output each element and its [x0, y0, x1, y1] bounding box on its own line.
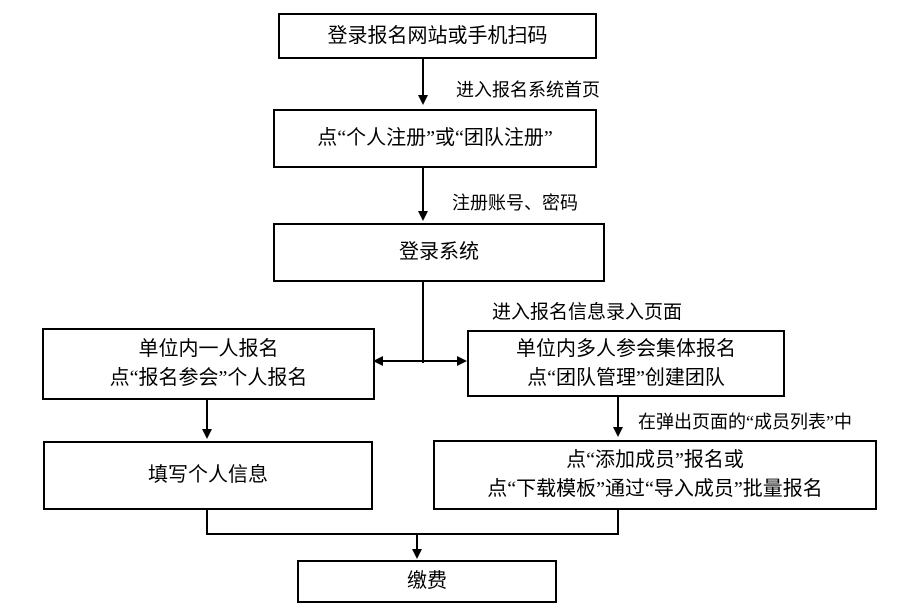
- connector-login-to-branches: [422, 282, 424, 363]
- edge-label-enter-info-page: 进入报名信息录入页面: [492, 302, 683, 323]
- arrowhead-down-icon: [418, 95, 428, 105]
- connector-individual-to-fill-info: [206, 400, 208, 429]
- arrowhead-down-icon: [412, 549, 422, 559]
- node-payment-text: 缴费: [407, 570, 447, 592]
- connector-register-to-login: [422, 168, 424, 212]
- arrowhead-right-icon: [457, 356, 467, 366]
- node-team-branch-line2: 点“团队管理”创建团队: [527, 366, 725, 389]
- edge-label-enter-homepage: 进入报名系统首页: [456, 80, 600, 100]
- connector-add-members-down: [617, 510, 619, 535]
- connector-fill-info-down: [206, 510, 208, 535]
- arrowhead-down-icon: [202, 429, 212, 439]
- edge-label-register-account: 注册账号、密码: [452, 193, 578, 213]
- node-register-choice: 点“个人注册”或“团队注册”: [273, 109, 597, 168]
- connector-branch-horizontal: [376, 360, 460, 362]
- node-login-site: 登录报名网站或手机扫码: [278, 13, 597, 59]
- node-team-branch: 单位内多人参会集体报名 点“团队管理”创建团队: [467, 330, 785, 397]
- node-add-members-line2: 点“下载模板”通过“导入成员”批量报名: [487, 478, 823, 500]
- node-individual-branch-line1: 单位内一人报名: [138, 338, 279, 360]
- node-team-branch-line1: 单位内多人参会集体报名: [516, 337, 736, 360]
- node-individual-branch-line2: 点“报名参会”个人报名: [109, 367, 308, 389]
- node-add-members-line1: 点“添加成员”报名或: [566, 449, 744, 471]
- edge-label-member-list: 在弹出页面的“成员列表”中: [638, 412, 852, 432]
- node-add-members: 点“添加成员”报名或 点“下载模板”通过“导入成员”批量报名: [433, 440, 877, 510]
- arrowhead-down-icon: [418, 211, 428, 221]
- node-fill-personal-info-text: 填写个人信息: [148, 464, 268, 486]
- connector-merge-horizontal: [206, 533, 619, 535]
- node-login-system: 登录系统: [273, 223, 605, 282]
- node-payment: 缴费: [297, 560, 557, 603]
- node-register-choice-text: 点“个人注册”或“团队注册”: [317, 127, 553, 149]
- arrowhead-down-icon: [613, 427, 623, 437]
- node-login-site-text: 登录报名网站或手机扫码: [327, 24, 548, 47]
- node-individual-branch: 单位内一人报名 点“报名参会”个人报名: [42, 328, 375, 400]
- connector-team-to-add-members: [617, 397, 619, 427]
- node-fill-personal-info: 填写个人信息: [43, 441, 373, 510]
- connector-merge-to-payment: [416, 533, 418, 550]
- arrowhead-left-icon: [373, 356, 383, 366]
- node-login-system-text: 登录系统: [399, 241, 479, 263]
- connector-login-to-register: [422, 59, 424, 96]
